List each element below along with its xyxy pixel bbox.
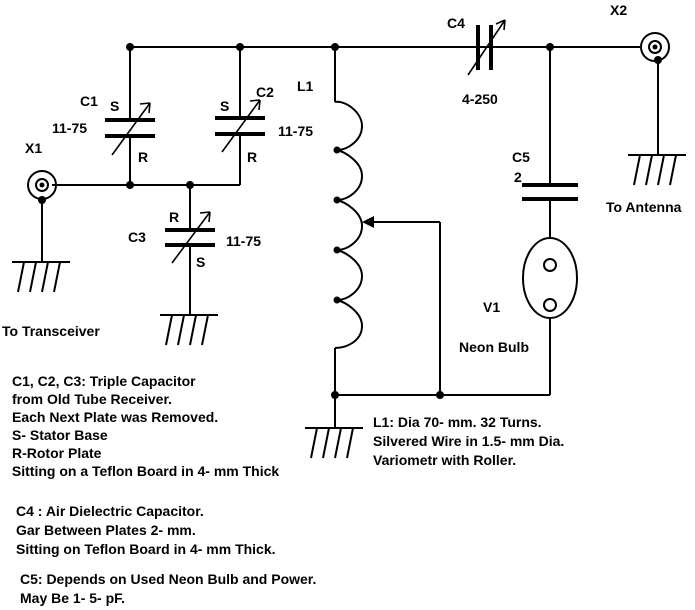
neon-bulb-label: Neon Bulb <box>459 339 529 355</box>
x2-label: X2 <box>610 2 627 18</box>
c1-rotor-label: R <box>138 149 148 165</box>
neon-bulb-v1 <box>522 237 578 319</box>
capacitor-c5 <box>522 183 578 201</box>
capacitor-c2 <box>215 99 265 153</box>
note-line: Sitting on a Teflon Board in 4- mm Thick <box>8 463 279 479</box>
x1-label: X1 <box>25 140 42 156</box>
c2-value: 11-75 <box>278 123 313 139</box>
capacitor-c3 <box>165 211 215 264</box>
notes-l1: L1: Dia 70- mm. 32 Turns. Silvered Wire … <box>373 414 564 468</box>
c2-stator-label: S <box>220 98 229 114</box>
note-line: Each Next Plate was Removed. <box>12 409 218 425</box>
junctions <box>38 43 662 399</box>
connector-x2 <box>640 32 670 62</box>
c2-label: C2 <box>256 84 274 100</box>
note-line: Variometr with Roller. <box>373 452 516 468</box>
c1-value: 11-75 <box>52 120 87 136</box>
note-line: May Be 1- 5- pF. <box>20 590 125 606</box>
notes-c4: C4 : Air Dielectric Capacitor. Gar Betwe… <box>16 503 276 557</box>
c5-label: C5 <box>512 149 530 165</box>
c3-rotor-label: R <box>169 209 179 225</box>
connector-x1 <box>27 170 57 200</box>
note-line: from Old Tube Receiver. <box>12 391 172 407</box>
c3-stator-label: S <box>196 254 205 270</box>
c4-value: 4-250 <box>462 91 498 107</box>
note-line: Gar Between Plates 2- mm. <box>16 522 196 538</box>
component-labels: X1 X2 C1 11-75 S R C2 11-75 S R C3 11-75… <box>2 2 682 355</box>
note-line: R-Rotor Plate <box>12 445 102 461</box>
ground-x1 <box>12 261 70 293</box>
to-antenna-label: To Antenna <box>606 199 682 215</box>
c3-value: 11-75 <box>226 233 261 249</box>
to-transceiver-label: To Transceiver <box>2 323 100 339</box>
c1-label: C1 <box>80 93 98 109</box>
note-line: C5: Depends on Used Neon Bulb and Power. <box>20 571 316 587</box>
l1-label: L1 <box>297 78 314 94</box>
capacitor-c4 <box>467 19 506 76</box>
c2-rotor-label: R <box>247 149 257 165</box>
notes-capacitors: C1, C2, C3: Triple Capacitor from Old Tu… <box>8 373 279 479</box>
note-line: Silvered Wire in 1.5- mm Dia. <box>373 433 564 449</box>
c5-value: 2 <box>514 169 522 185</box>
notes-c5: C5: Depends on Used Neon Bulb and Power.… <box>20 571 316 606</box>
wiring <box>41 46 659 428</box>
note-line: C4 : Air Dielectric Capacitor. <box>16 503 204 519</box>
note-line: Sitting on Teflon Board in 4- mm Thick. <box>16 541 276 557</box>
c4-label: C4 <box>447 15 465 31</box>
c3-label: C3 <box>128 229 146 245</box>
ground-x2 <box>628 154 686 186</box>
inductor-l1 <box>334 100 378 349</box>
note-line: L1: Dia 70- mm. 32 Turns. <box>373 414 542 430</box>
note-line: S- Stator Base <box>12 427 108 443</box>
c1-stator-label: S <box>110 98 119 114</box>
ground-l1 <box>305 427 363 459</box>
v1-label: V1 <box>483 299 500 315</box>
note-line: C1, C2, C3: Triple Capacitor <box>12 373 196 389</box>
capacitor-c1 <box>105 102 155 156</box>
ground-c3 <box>160 314 218 346</box>
